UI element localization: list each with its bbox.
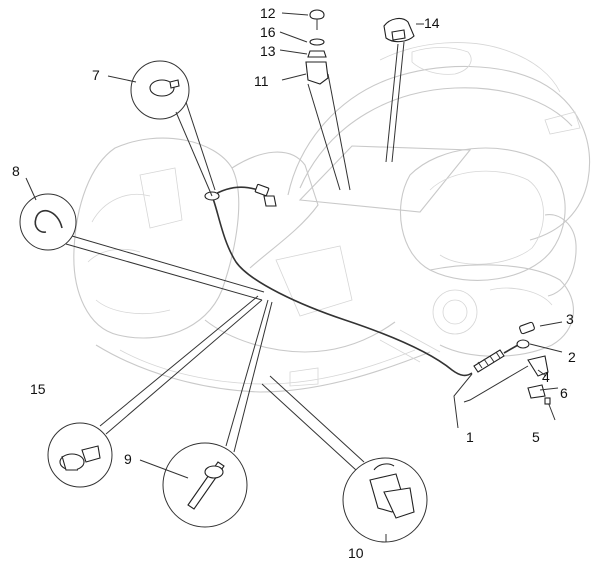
callout-13: 13 bbox=[260, 43, 276, 59]
callout-9: 9 bbox=[124, 451, 132, 467]
callout-5: 5 bbox=[532, 429, 540, 445]
leader-lines bbox=[25, 12, 563, 542]
detail-circle-15 bbox=[47, 422, 113, 488]
callout-3: 3 bbox=[566, 311, 574, 327]
top-small-parts bbox=[305, 9, 415, 85]
detail-circle-8 bbox=[19, 193, 77, 251]
callout-1: 1 bbox=[466, 429, 474, 445]
detail-circle-9 bbox=[162, 442, 248, 528]
callout-10: 10 bbox=[348, 545, 364, 561]
callout-11: 11 bbox=[254, 73, 269, 89]
callout-2: 2 bbox=[568, 349, 576, 365]
callout-numbers: 1 2 3 4 5 6 7 8 9 10 11 12 13 14 15 16 bbox=[12, 5, 576, 561]
cable-assembly bbox=[204, 183, 519, 377]
callout-7: 7 bbox=[92, 67, 100, 83]
callout-16: 16 bbox=[260, 24, 276, 40]
detail-circle-10 bbox=[342, 457, 428, 543]
callout-12: 12 bbox=[260, 5, 276, 21]
callout-8: 8 bbox=[12, 163, 20, 179]
scooter-body-outline bbox=[73, 42, 591, 393]
right-small-parts bbox=[516, 321, 556, 421]
callout-6: 6 bbox=[560, 385, 568, 401]
detail-circle-7 bbox=[130, 60, 190, 120]
cable-adjuster bbox=[473, 344, 519, 373]
callout-15: 15 bbox=[30, 381, 46, 397]
callout-4: 4 bbox=[542, 369, 550, 385]
callout-14: 14 bbox=[424, 15, 440, 31]
